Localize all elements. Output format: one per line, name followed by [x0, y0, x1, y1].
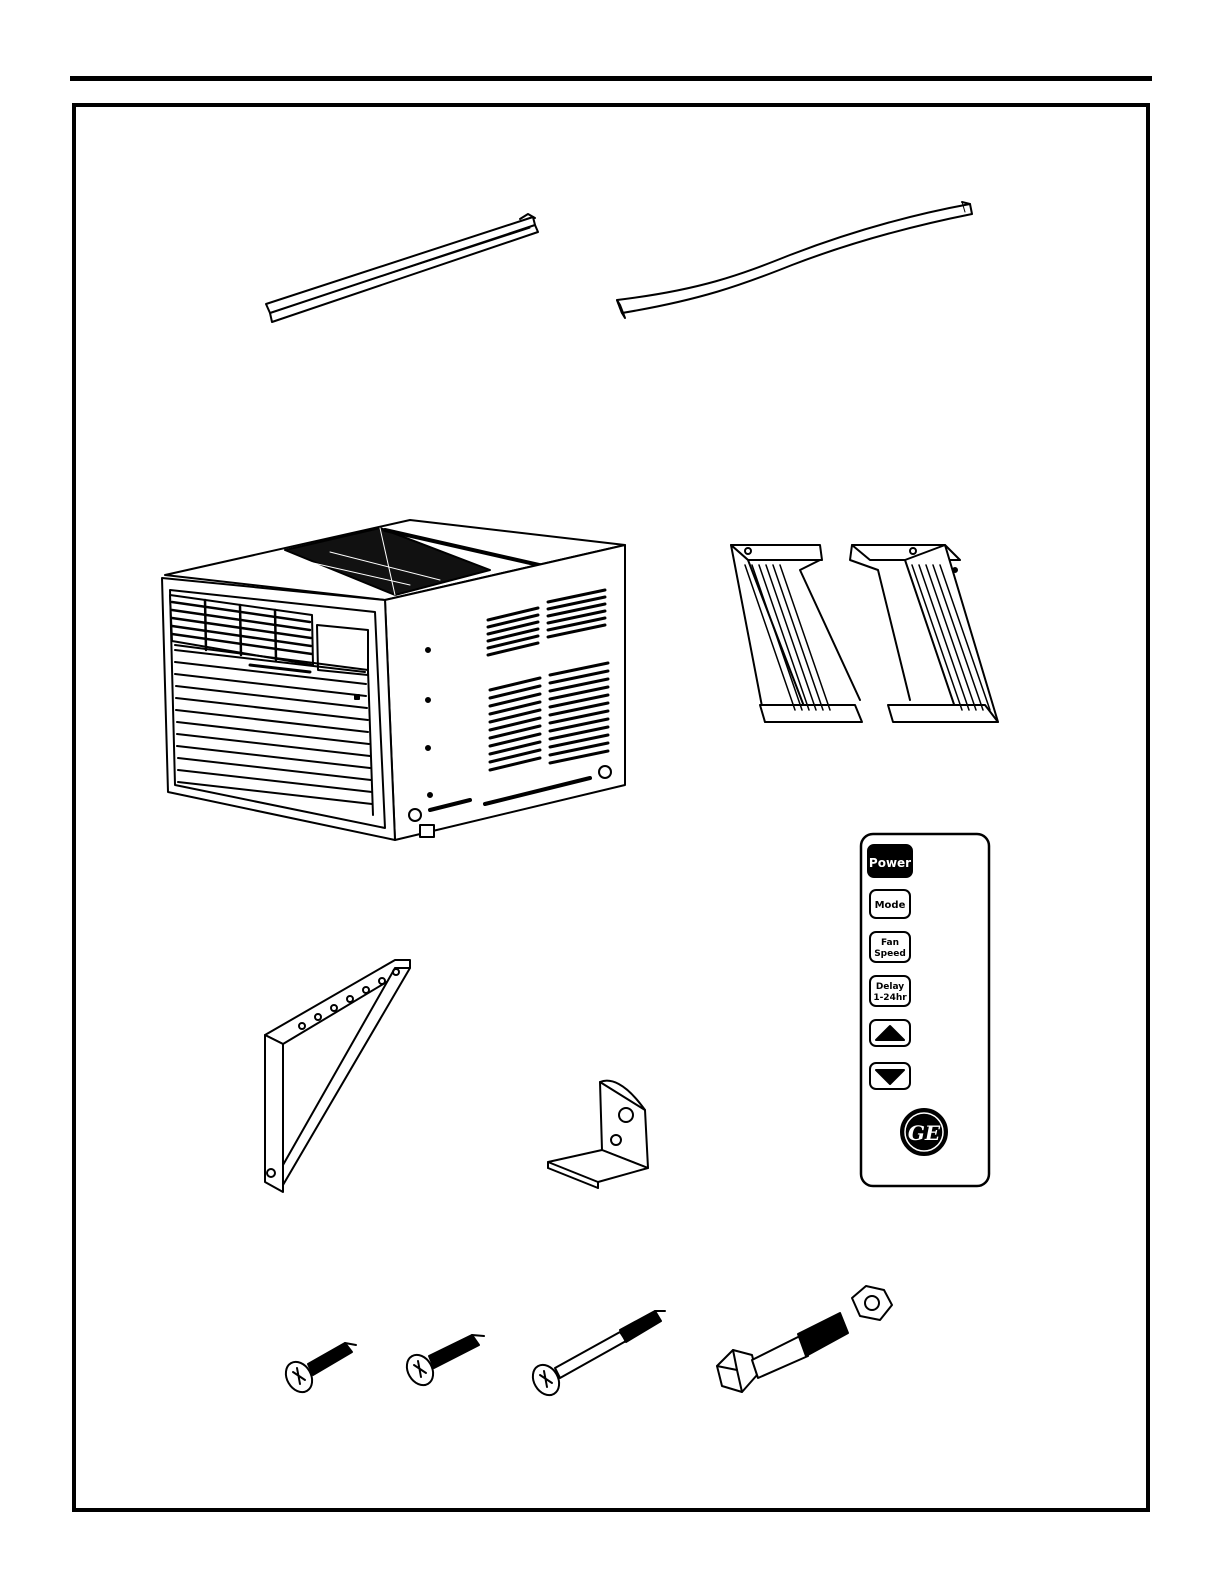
l-bracket: [548, 1081, 648, 1188]
fan-label-line1: Fan: [881, 938, 899, 948]
remote-control: Power Mode Fan Speed Delay 1-24hr GE: [861, 834, 989, 1186]
top-channel-strip: [266, 214, 538, 322]
delay-label-line1: Delay: [876, 982, 904, 992]
mode-label: Mode: [875, 900, 906, 911]
hex-bolt: [717, 1313, 848, 1392]
foam-seal-strip: [617, 202, 972, 318]
side-curtain-right: [850, 545, 998, 722]
air-conditioner-unit: [162, 520, 625, 840]
hex-nut: [852, 1286, 892, 1320]
side-curtain-left: [731, 545, 862, 722]
ge-logo: GE: [901, 1109, 947, 1155]
window-bracket: [265, 960, 410, 1192]
fan-label-line2: Speed: [874, 949, 906, 959]
delay-label-line2: 1-24hr: [873, 993, 907, 1003]
ge-logo-text: GE: [908, 1121, 941, 1145]
long-screw: [528, 1311, 665, 1400]
short-screw-1: [281, 1343, 356, 1397]
power-label: Power: [869, 856, 911, 870]
short-screw-2: [402, 1335, 484, 1390]
